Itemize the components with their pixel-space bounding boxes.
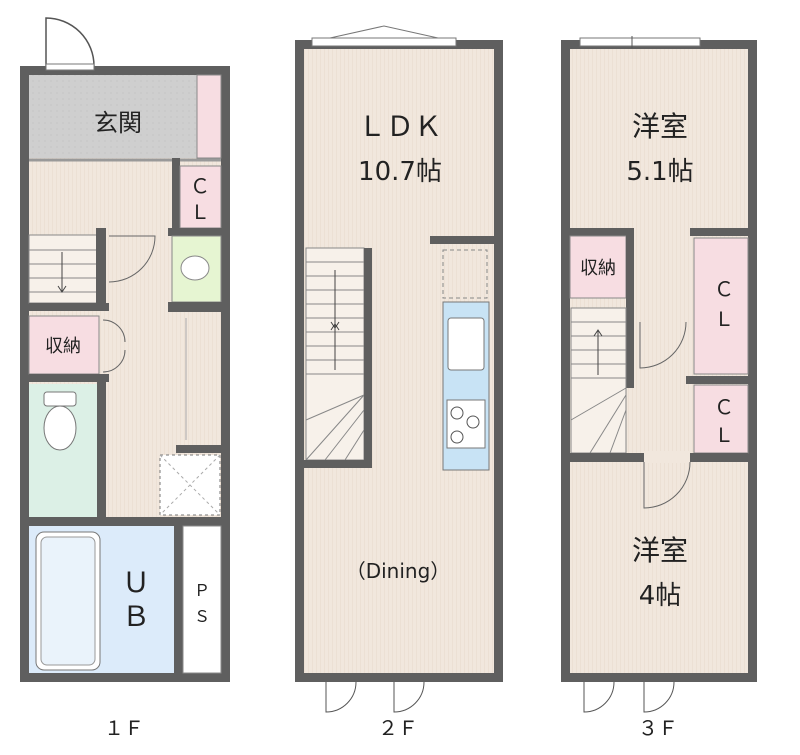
- floor-1f-label: １Ｆ: [104, 716, 144, 740]
- storage-1f-label: 収納: [45, 336, 81, 357]
- stairs-2f: [305, 247, 365, 461]
- ldk-label: ＬＤＫ: [358, 110, 442, 143]
- ps-label-bottom: Ｓ: [194, 607, 210, 626]
- closet-1f: [179, 165, 222, 229]
- floor-1f: 玄関 Ｃ Ｌ 収納 Ｕ Ｂ Ｐ Ｓ １Ｆ: [20, 17, 230, 740]
- closet-3f-a-label-top: Ｃ: [714, 277, 734, 301]
- balcony-door-icon: [643, 681, 675, 713]
- genkan-label: 玄関: [94, 109, 142, 137]
- ub-label-top: Ｕ: [122, 566, 150, 599]
- floor-2f-label: ２Ｆ: [378, 716, 418, 740]
- ps-label-top: Ｐ: [194, 581, 210, 600]
- stairs-3f: [570, 307, 627, 454]
- western-room-top-label: 洋室: [632, 110, 688, 143]
- dining-label: （Dining）: [346, 559, 451, 583]
- floor-3f-label: ３Ｆ: [638, 716, 678, 740]
- shoe-closet: [196, 74, 222, 159]
- genkan-area: [29, 75, 197, 158]
- closet-3f-b-label-bottom: Ｌ: [714, 423, 734, 447]
- balcony-door-icon: [393, 681, 425, 713]
- western-room-bottom-size: 4帖: [639, 581, 682, 611]
- stairs-1f: [28, 234, 100, 304]
- sink-icon: [447, 317, 485, 371]
- floor-2f: ＬＤＫ 10.7帖 （Dining） ２Ｆ: [295, 25, 503, 740]
- storage-3f-label: 収納: [580, 258, 616, 279]
- closet-3f-a-label-bottom: Ｌ: [714, 307, 734, 331]
- washbasin-icon: [180, 255, 210, 281]
- western-room-top-size: 5.1帖: [626, 157, 693, 187]
- storage-1f: [28, 315, 100, 375]
- closet-3f-b-label-top: Ｃ: [714, 395, 734, 419]
- fridge-space: [442, 249, 488, 299]
- closet-1f-label-top: Ｃ: [190, 174, 210, 198]
- closet-3f-a: [693, 237, 749, 375]
- ldk-size-label: 10.7帖: [358, 157, 442, 187]
- balcony-door-icon: [583, 681, 615, 713]
- western-room-bottom-label: 洋室: [632, 534, 688, 567]
- entrance-door-icon: [45, 17, 95, 67]
- closet-3f-b: [693, 384, 749, 454]
- floor-3f: 洋室 5.1帖 収納 Ｃ Ｌ Ｃ Ｌ 洋室 4帖 ３Ｆ: [561, 36, 757, 740]
- balcony-door-icon: [325, 681, 357, 713]
- ub-label-bottom: Ｂ: [122, 600, 150, 633]
- pipe-space: [182, 525, 222, 674]
- toilet-icon: [43, 391, 77, 451]
- closet-1f-label-bottom: Ｌ: [190, 200, 210, 224]
- storage-3f: [569, 235, 627, 299]
